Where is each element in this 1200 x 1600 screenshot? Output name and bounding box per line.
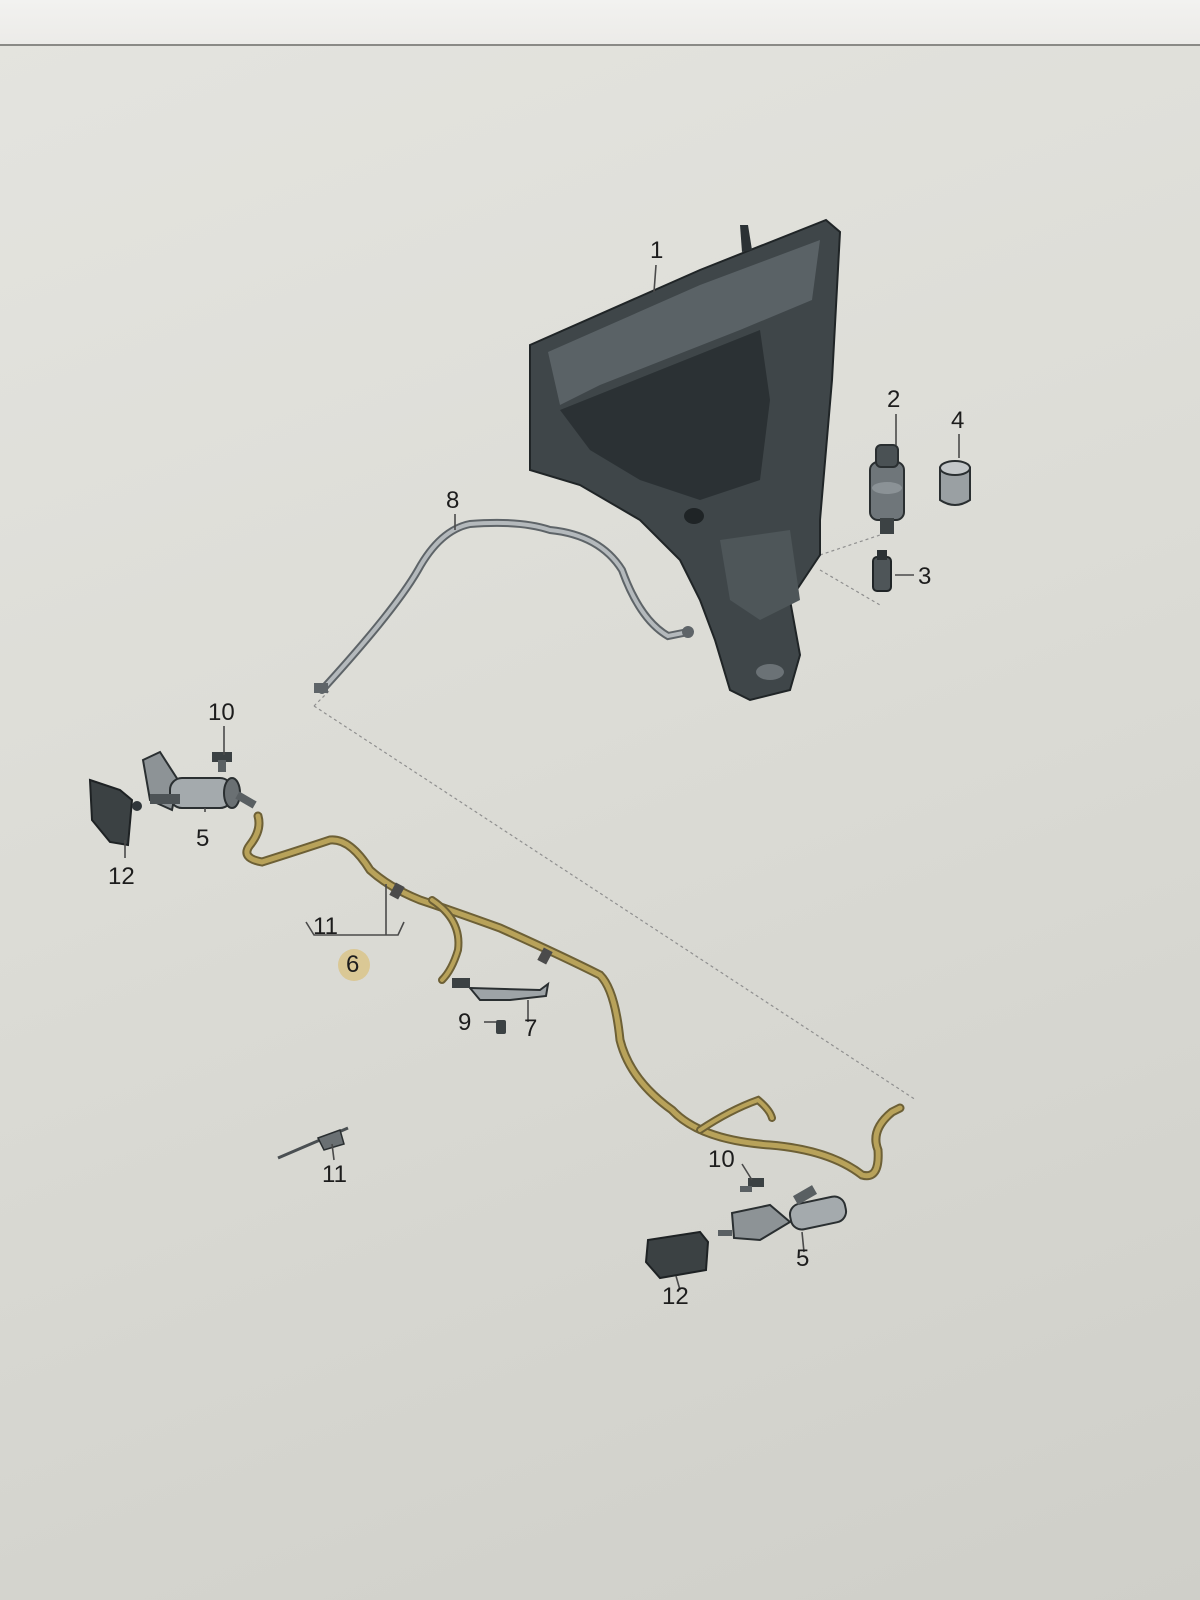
callout-6: 6 <box>346 951 359 978</box>
callout-7: 7 <box>524 1015 537 1042</box>
callout-10-left: 10 <box>208 699 235 726</box>
callout-3: 3 <box>918 563 931 590</box>
callout-8: 8 <box>446 487 459 514</box>
washer-pump <box>869 444 905 534</box>
callout-5-left: 5 <box>196 825 209 852</box>
washer-hose-harness <box>242 811 905 1181</box>
callout-11-loose: 11 <box>322 1161 347 1188</box>
hose-bracket <box>452 978 550 1001</box>
callout-10-right: 10 <box>708 1146 735 1173</box>
washer-hose-upper <box>314 518 694 694</box>
callout-9: 9 <box>458 1009 471 1036</box>
callout-12-left: 12 <box>108 863 135 890</box>
callout-11-group: 11 <box>313 913 338 940</box>
callout-5-right: 5 <box>796 1245 809 1272</box>
callout-1: 1 <box>650 237 663 264</box>
level-sensor <box>872 550 892 592</box>
callout-4: 4 <box>951 407 964 434</box>
hose-clip-loose <box>277 1126 349 1160</box>
monitor-bezel <box>0 0 1200 46</box>
washer-nozzle-left <box>88 750 257 847</box>
selection-highlight <box>338 949 370 981</box>
callout-labels: 1 2 3 4 5 5 6 7 8 9 10 10 11 11 12 12 <box>108 237 964 1310</box>
washer-nozzle-right <box>644 1178 848 1280</box>
callout-leaders <box>124 264 960 1291</box>
callout-12-right: 12 <box>662 1283 689 1310</box>
callout-2: 2 <box>887 386 900 413</box>
pump-grommet <box>939 460 971 506</box>
washer-reservoir <box>529 218 842 702</box>
bracket-screw <box>496 1020 506 1034</box>
